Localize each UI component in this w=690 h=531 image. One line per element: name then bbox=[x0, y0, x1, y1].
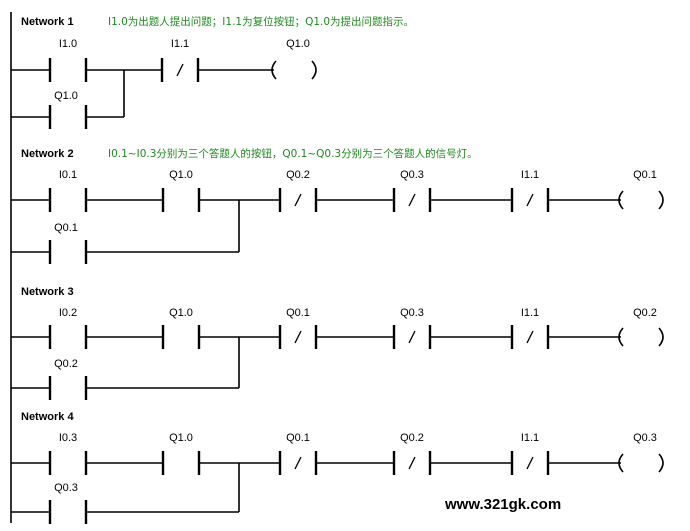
network-2: Network 2 I0.1~I0.3分别为三个答题人的按钮，Q0.1~Q0.3分… bbox=[11, 147, 664, 264]
network-title: Network 2 bbox=[21, 148, 74, 160]
contact-i1-1 bbox=[510, 325, 550, 349]
nc-slash bbox=[408, 456, 416, 470]
contact-q0-1 bbox=[278, 325, 318, 349]
contact-label: Q0.3 bbox=[400, 169, 424, 181]
contact-q1-0 bbox=[161, 188, 201, 212]
contact-label: I1.0 bbox=[59, 38, 77, 50]
contact-label: I1.1 bbox=[171, 38, 189, 50]
coil-label: Q0.3 bbox=[633, 432, 657, 444]
coil-left-arc bbox=[271, 60, 277, 80]
nc-slash bbox=[408, 330, 416, 344]
branch-label: Q1.0 bbox=[54, 90, 78, 102]
nc-slash bbox=[294, 330, 302, 344]
nc-slash bbox=[294, 456, 302, 470]
output-coil bbox=[618, 327, 664, 347]
contact-i0-3 bbox=[48, 451, 88, 475]
contact-label: Q0.2 bbox=[286, 169, 310, 181]
output-coil bbox=[618, 190, 664, 210]
network-title: Network 1 bbox=[21, 16, 74, 28]
coil-label: Q1.0 bbox=[286, 38, 310, 50]
contact-label: I0.1 bbox=[59, 169, 77, 181]
contact-q0-2 bbox=[278, 188, 318, 212]
contact-q1-0 bbox=[161, 451, 201, 475]
coil-left-arc bbox=[618, 190, 624, 210]
contact-label: I0.3 bbox=[59, 432, 77, 444]
nc-slash bbox=[526, 193, 534, 207]
output-coil bbox=[271, 60, 317, 80]
output-coil bbox=[618, 453, 664, 473]
contact-label: Q1.0 bbox=[169, 307, 193, 319]
nc-slash bbox=[526, 330, 534, 344]
contact-label: Q0.1 bbox=[286, 307, 310, 319]
contact-q0-3 bbox=[392, 325, 432, 349]
coil-right-arc bbox=[658, 190, 664, 210]
network-title: Network 4 bbox=[21, 411, 74, 423]
contact-i1-0 bbox=[48, 58, 88, 82]
branch-label: Q0.2 bbox=[54, 358, 78, 370]
contact-q0-1 bbox=[278, 451, 318, 475]
contact-label: I1.1 bbox=[521, 307, 539, 319]
contact-label: Q1.0 bbox=[169, 432, 193, 444]
contact-label: I1.1 bbox=[521, 169, 539, 181]
contact-label: Q0.1 bbox=[286, 432, 310, 444]
branch-label: Q0.1 bbox=[54, 222, 78, 234]
contact-i1-1 bbox=[510, 188, 550, 212]
network-1: Network 1 I1.0为出题人提出问题；I1.1为复位按钮；Q1.0为提出问… bbox=[11, 15, 414, 129]
coil-right-arc bbox=[311, 60, 317, 80]
contact-q0-3 bbox=[392, 188, 432, 212]
network-comment: I0.1~I0.3分别为三个答题人的按钮，Q0.1~Q0.3分别为三个答题人的信… bbox=[108, 147, 478, 160]
contact-label: Q0.2 bbox=[400, 432, 424, 444]
coil-right-arc bbox=[658, 327, 664, 347]
branch-contact bbox=[48, 376, 88, 400]
network-title: Network 3 bbox=[21, 286, 74, 298]
branch-contact bbox=[48, 500, 88, 524]
branch-label: Q0.3 bbox=[54, 482, 78, 494]
nc-slash bbox=[176, 63, 184, 77]
branch-contact bbox=[48, 240, 88, 264]
coil-label: Q0.1 bbox=[633, 169, 657, 181]
coil-label: Q0.2 bbox=[633, 307, 657, 319]
contact-label: Q1.0 bbox=[169, 169, 193, 181]
contact-i1-1 bbox=[160, 58, 200, 82]
contact-label: I1.1 bbox=[521, 432, 539, 444]
contact-i1-1 bbox=[510, 451, 550, 475]
contact-i0-1 bbox=[48, 188, 88, 212]
contact-i0-2 bbox=[48, 325, 88, 349]
nc-slash bbox=[526, 456, 534, 470]
watermark-text: www.321gk.com bbox=[444, 496, 561, 513]
coil-left-arc bbox=[618, 453, 624, 473]
contact-q1-0 bbox=[161, 325, 201, 349]
branch-contact bbox=[48, 105, 88, 129]
network-comment: I1.0为出题人提出问题；I1.1为复位按钮；Q1.0为提出问题指示。 bbox=[108, 15, 414, 28]
nc-slash bbox=[408, 193, 416, 207]
coil-right-arc bbox=[658, 453, 664, 473]
coil-left-arc bbox=[618, 327, 624, 347]
nc-slash bbox=[294, 193, 302, 207]
contact-label: I0.2 bbox=[59, 307, 77, 319]
contact-q0-2 bbox=[392, 451, 432, 475]
contact-label: Q0.3 bbox=[400, 307, 424, 319]
